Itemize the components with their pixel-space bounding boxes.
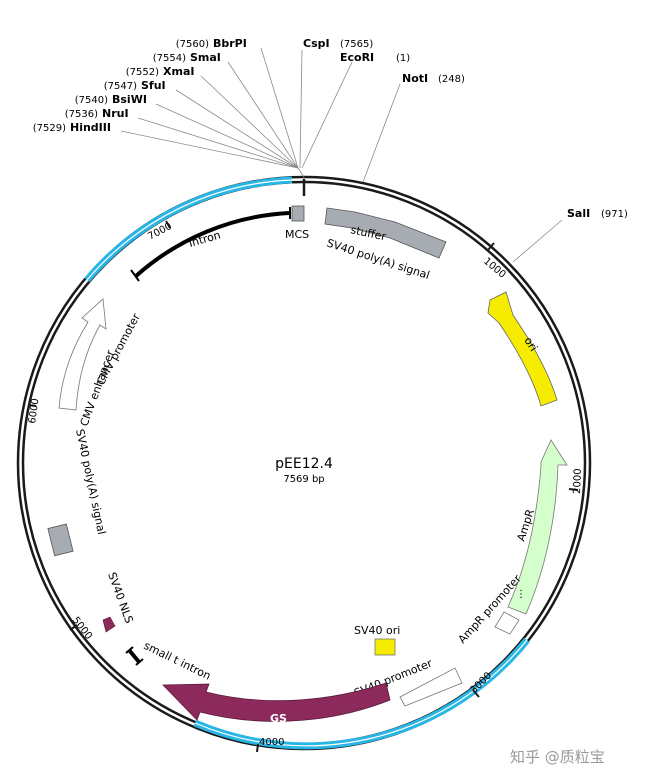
- small-t-intron-feature: small t intron: [125, 639, 213, 683]
- leader-lines: [120, 47, 563, 263]
- ori-feature: ori: [487, 291, 558, 407]
- site-position-bbrpi: (7560): [176, 39, 209, 50]
- ori-label: ori: [521, 335, 540, 354]
- restriction-site-labels: (7560) BbrPI (7554) SmaI (7552) XmaI (75…: [33, 37, 628, 220]
- stuffer-feature: stuffer SV40 poly(A) signal: [324, 207, 447, 282]
- tick-label-2000: 2000: [572, 468, 584, 494]
- watermark-text: 知乎 @质粒宝: [510, 748, 605, 766]
- ticks: [28, 220, 579, 753]
- site-name-nrui: NruI: [102, 107, 129, 120]
- sv40-polya-left-label: SV40 poly(A) signal: [73, 428, 108, 536]
- ampr-dots: ⋮: [516, 589, 526, 600]
- intron-label: Intron: [187, 228, 222, 249]
- site-position-sali: (971): [601, 209, 628, 220]
- site-name-bbrpi: BbrPI: [213, 37, 247, 50]
- site-position-nrui: (7536): [65, 109, 98, 120]
- highlight-line-bottom: [194, 639, 528, 747]
- site-position-smai: (7554): [153, 53, 186, 64]
- gs-label: GS: [270, 712, 287, 725]
- tick-label-6000: 6000: [27, 398, 41, 425]
- site-name-ecori: EcoRI: [340, 51, 374, 64]
- small-t-intron-label: small t intron: [142, 639, 213, 683]
- site-name-cspi: CspI: [303, 37, 330, 50]
- site-name-sali: SalI: [567, 207, 590, 220]
- site-name-smai: SmaI: [190, 51, 221, 64]
- site-name-xmai: XmaI: [163, 65, 194, 78]
- site-position-xmai: (7552): [126, 67, 159, 78]
- highlight-arc-top-left: [84, 176, 293, 283]
- sv40-nls-feature: SV40 NLS: [102, 571, 136, 633]
- sv40-ori-feature: SV40 ori: [354, 624, 400, 656]
- site-position-cspi: (7565): [340, 39, 373, 50]
- cmv-feature: CMV enhancer CMV promoter: [58, 298, 143, 428]
- site-name-hindiii: HindIII: [70, 121, 111, 134]
- tick-label-4000: 4000: [259, 737, 284, 748]
- gs-feature: GS: [162, 682, 391, 725]
- sv40-ori-label: SV40 ori: [354, 624, 400, 637]
- site-name-noti: NotI: [402, 72, 428, 85]
- site-position-bsiwi: (7540): [75, 95, 108, 106]
- site-position-ecori: (1): [396, 53, 410, 64]
- site-position-noti: (248): [438, 74, 465, 85]
- site-position-hindiii: (7529): [33, 123, 66, 134]
- site-name-sfui: SfuI: [141, 79, 166, 92]
- mcs-label: MCS: [285, 228, 309, 241]
- highlight-line-top-left: [86, 179, 293, 281]
- plasmid-name: pEE12.4: [275, 456, 333, 472]
- plasmid-size: 7569 bp: [283, 474, 324, 485]
- sv40-polya-left-feature: SV40 poly(A) signal: [47, 428, 108, 557]
- mcs-feature: MCS: [285, 179, 309, 241]
- site-name-bsiwi: BsiWI: [112, 93, 147, 106]
- site-position-sfui: (7547): [104, 81, 137, 92]
